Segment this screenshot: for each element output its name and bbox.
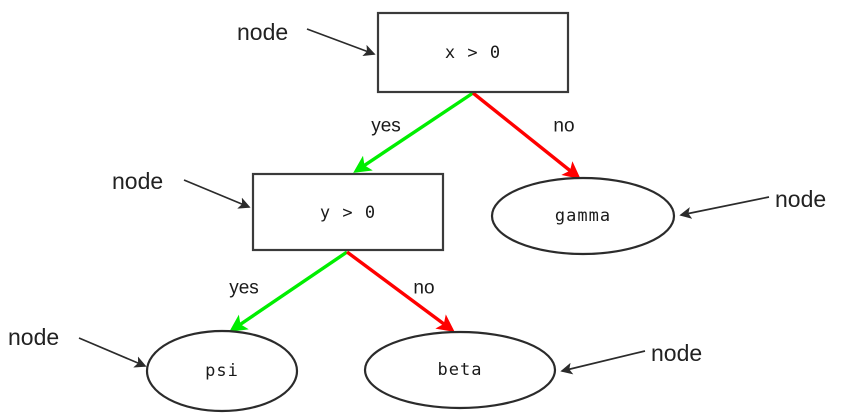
- annotation-beta: node: [560, 340, 702, 375]
- annotation-beta-label: node: [651, 340, 702, 366]
- node-second-rect[interactable]: [251, 172, 445, 252]
- node-gamma[interactable]: gamma: [490, 176, 676, 256]
- node-gamma-ellipse[interactable]: [490, 176, 676, 256]
- edge-label-root-no: no: [553, 116, 574, 137]
- annotation-psi-leader: [78, 337, 147, 368]
- nodes-layer: x > 0 y > 0 gamma psi beta: [145, 11, 676, 413]
- node-psi-ellipse[interactable]: [145, 329, 299, 413]
- annotation-psi: node: [8, 324, 147, 368]
- node-root[interactable]: x > 0: [376, 11, 570, 94]
- annotations-layer: node node node node node: [8, 19, 826, 375]
- annotation-beta-leader: [560, 350, 646, 375]
- edge-root-yes: [353, 91, 474, 173]
- annotation-second: node: [112, 168, 251, 209]
- edge-second-no: [345, 250, 455, 333]
- node-psi-label: psi: [205, 361, 239, 381]
- edge-label-root-yes: yes: [371, 116, 401, 137]
- annotation-gamma-label: node: [775, 186, 826, 212]
- node-beta-ellipse[interactable]: [363, 330, 557, 410]
- node-root-rect[interactable]: [376, 11, 570, 94]
- annotation-second-label: node: [112, 168, 163, 194]
- edge-second-yes: [229, 250, 348, 332]
- annotation-root-leader: [306, 28, 376, 57]
- edges-layer: [229, 91, 581, 333]
- node-gamma-label: gamma: [555, 206, 611, 226]
- node-psi[interactable]: psi: [145, 329, 299, 413]
- annotation-gamma-leader: [679, 196, 770, 219]
- annotation-psi-label: node: [8, 324, 59, 350]
- edge-root-no: [471, 91, 581, 180]
- annotation-root: node: [237, 19, 376, 57]
- annotation-root-label: node: [237, 19, 288, 45]
- annotation-gamma: node: [679, 186, 826, 219]
- node-second[interactable]: y > 0: [251, 172, 445, 252]
- node-second-label: y > 0: [320, 203, 376, 223]
- edge-labels-layer: yes no yes no: [229, 116, 574, 299]
- edge-label-second-no: no: [413, 278, 434, 299]
- annotation-second-leader: [183, 179, 251, 209]
- node-beta-label: beta: [438, 360, 483, 380]
- node-beta[interactable]: beta: [363, 330, 557, 410]
- edge-label-second-yes: yes: [229, 278, 259, 299]
- node-root-label: x > 0: [445, 43, 501, 63]
